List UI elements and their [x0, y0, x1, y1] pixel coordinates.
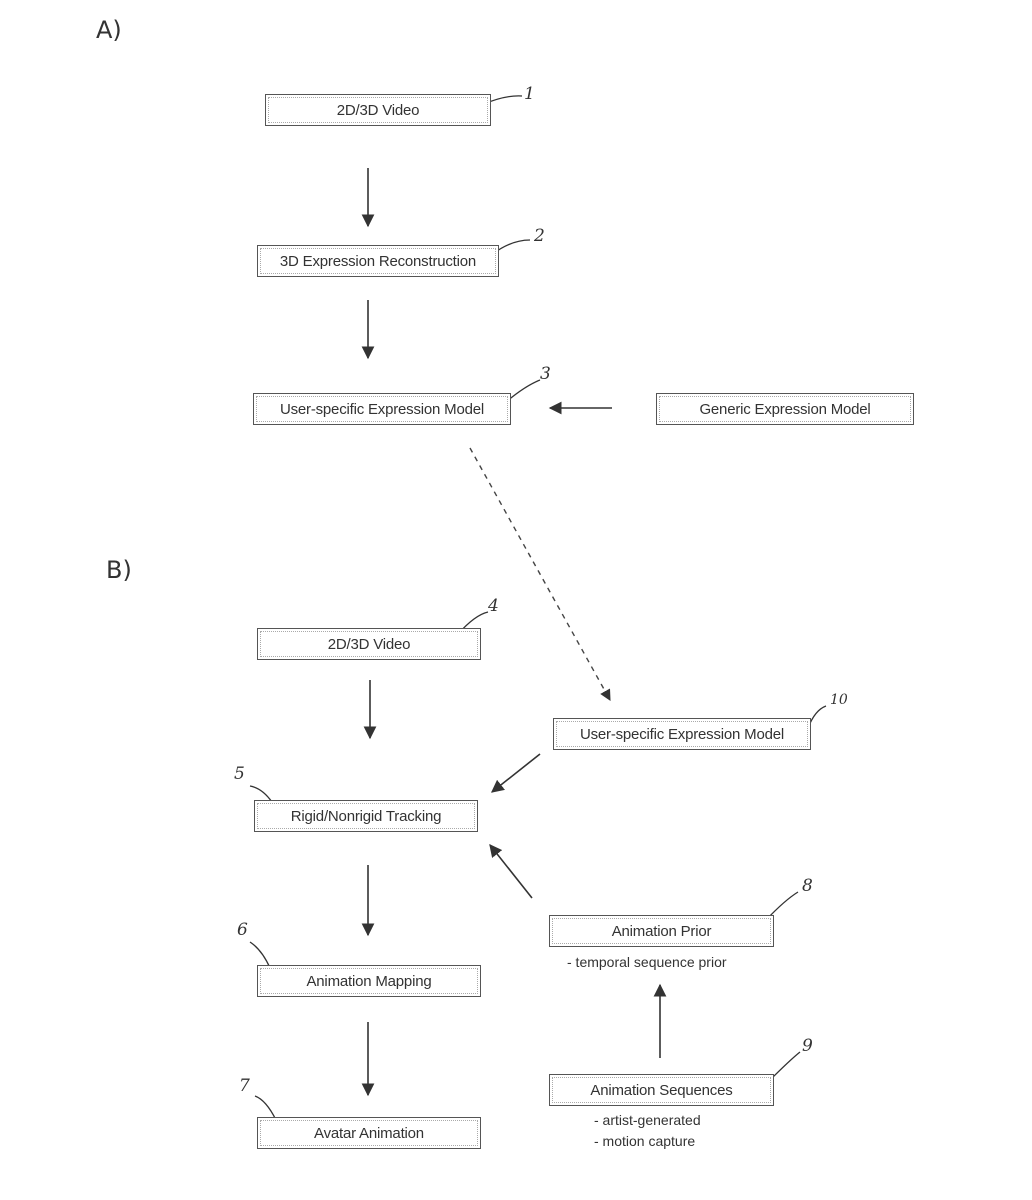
note-motion-capture: - motion capture	[594, 1133, 695, 1149]
note-artist-generated: - artist-generated	[594, 1112, 701, 1128]
box-user-specific-model-a: User-specific Expression Model	[253, 393, 511, 425]
leader-2	[494, 240, 530, 253]
box-animation-mapping: Animation Mapping	[257, 965, 481, 997]
ref-numeral-9: 9	[802, 1036, 813, 1056]
box-user-specific-model-b: User-specific Expression Model	[553, 718, 811, 750]
box-tracking: Rigid/Nonrigid Tracking	[254, 800, 478, 832]
ref-numeral-10: 10	[830, 692, 848, 708]
ref-numeral-4: 4	[488, 596, 499, 616]
panel-label-b: B)	[106, 556, 132, 584]
ref-numeral-6: 6	[237, 920, 248, 940]
ref-numeral-3: 3	[540, 364, 551, 384]
ref-numeral-7: 7	[239, 1076, 250, 1096]
box-video-input-b: 2D/3D Video	[257, 628, 481, 660]
panel-label-a: A)	[96, 16, 122, 44]
box-avatar-animation: Avatar Animation	[257, 1117, 481, 1149]
ref-numeral-1: 1	[524, 84, 535, 104]
ref-numeral-8: 8	[802, 876, 813, 896]
box-animation-sequences: Animation Sequences	[549, 1074, 774, 1106]
note-temporal-prior: - temporal sequence prior	[567, 954, 727, 970]
arrow-prior-to-tracking	[490, 845, 532, 898]
arrow-user-model-to-tracking	[492, 754, 540, 792]
box-animation-prior: Animation Prior	[549, 915, 774, 947]
ref-numeral-5: 5	[234, 764, 245, 784]
dashed-arrow-model-transfer	[470, 448, 610, 700]
ref-numeral-2: 2	[534, 226, 545, 246]
box-video-input-a: 2D/3D Video	[265, 94, 491, 126]
box-expression-reconstruction: 3D Expression Reconstruction	[257, 245, 499, 277]
box-generic-expression-model: Generic Expression Model	[656, 393, 914, 425]
leader-3	[506, 380, 540, 402]
